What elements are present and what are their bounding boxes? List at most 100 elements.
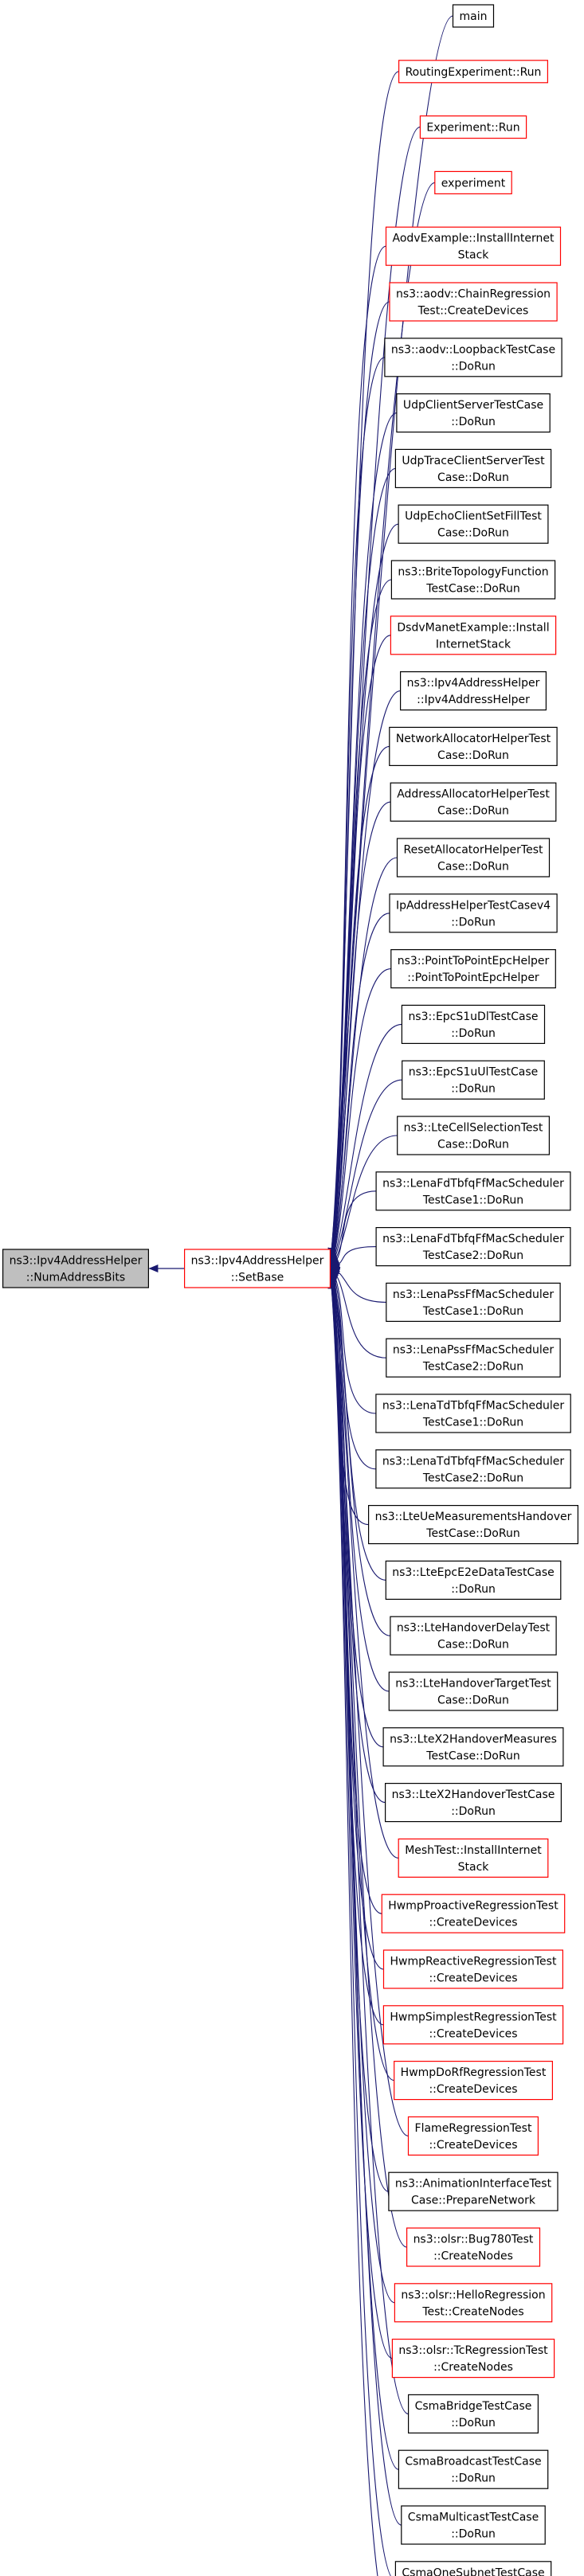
caller-node-2-box — [419, 115, 527, 139]
caller-node-19-box — [402, 1060, 545, 1100]
caller-node-14-box — [390, 782, 557, 822]
caller-node-1-box — [398, 60, 549, 84]
caller-node-12-label-line: ::Ipv4AddressHelper — [417, 694, 530, 706]
caller-node-18-label-line: ::DoRun — [451, 1027, 496, 1040]
caller-node-31-label-line: TestCase::DoRun — [425, 1749, 519, 1762]
caller-node-15-box — [396, 838, 551, 878]
caller-node-19[interactable]: ns3::EpcS1uUlTestCase::DoRun — [402, 1060, 545, 1100]
caller-node-43[interactable]: CsmaBridgeTestCase::DoRun — [407, 2394, 539, 2433]
caller-node-31[interactable]: ns3::LteX2HandoverMeasuresTestCase::DoRu… — [382, 1727, 564, 1767]
caller-node-41[interactable]: ns3::olsr::HelloRegressionTest::CreateNo… — [394, 2283, 553, 2323]
caller-node-9-box — [398, 504, 549, 544]
edge-caller-11-to-setbase — [328, 635, 391, 1263]
caller-node-13-box — [389, 726, 558, 767]
caller-node-24[interactable]: ns3::LenaPssFfMacSchedulerTestCase2::DoR… — [386, 1338, 561, 1378]
caller-node-9-label-line: Case::DoRun — [437, 527, 509, 540]
caller-node-13-label-line: NetworkAllocatorHelperTest — [396, 733, 551, 745]
edge-caller-45-to-setbase — [327, 1278, 402, 2526]
caller-node-31-box — [382, 1727, 564, 1767]
caller-node-46-label-line: CsmaOneSubnetTestCase — [402, 2566, 544, 2576]
caller-node-15-label-line: ResetAllocatorHelperTest — [404, 844, 543, 857]
caller-node-37[interactable]: HwmpDoRfRegressionTest::CreateDevices — [394, 2061, 554, 2101]
caller-node-23-box — [386, 1282, 561, 1323]
caller-node-26-label-line: ns3::LenaTdTbfqFfMacScheduler — [382, 1455, 564, 1468]
focus-node[interactable]: ns3::Ipv4AddressHelper::NumAddressBits — [2, 1249, 150, 1288]
caller-node-39-label-line: ns3::AnimationInterfaceTest — [395, 2178, 552, 2191]
caller-node-45[interactable]: CsmaMulticastTestCase::DoRun — [401, 2505, 546, 2545]
caller-node-13-label-line: Case::DoRun — [437, 749, 509, 762]
caller-node-10[interactable]: ns3::BriteTopologyFunctionTestCase::DoRu… — [390, 560, 556, 600]
caller-node-44[interactable]: CsmaBroadcastTestCase::DoRun — [398, 2449, 549, 2489]
caller-node-2[interactable]: Experiment::Run — [419, 115, 527, 139]
caller-node-39[interactable]: ns3::AnimationInterfaceTestCase::Prepare… — [388, 2171, 559, 2211]
caller-node-5[interactable]: ns3::aodv::ChainRegressionTest::CreateDe… — [389, 282, 558, 322]
caller-node-1[interactable]: RoutingExperiment::Run — [398, 60, 549, 84]
caller-node-23[interactable]: ns3::LenaPssFfMacSchedulerTestCase1::DoR… — [386, 1282, 561, 1323]
edge-caller-20-to-setbase — [330, 1135, 398, 1268]
caller-node-6[interactable]: ns3::aodv::LoopbackTestCase::DoRun — [384, 338, 562, 377]
caller-node-5-label-line: ns3::aodv::ChainRegression — [396, 288, 551, 301]
caller-node-43-box — [407, 2394, 539, 2433]
caller-node-7-box — [396, 393, 551, 433]
caller-node-7[interactable]: UdpClientServerTestCase::DoRun — [396, 393, 551, 433]
caller-node-17[interactable]: ns3::PointToPointEpcHelper::PointToPoint… — [390, 948, 556, 989]
caller-node-34[interactable]: HwmpProactiveRegressionTest::CreateDevic… — [381, 1894, 566, 1933]
caller-node-35[interactable]: HwmpReactiveRegressionTest::CreateDevice… — [382, 1949, 563, 1989]
caller-node-24-label-line: ns3::LenaPssFfMacScheduler — [393, 1344, 555, 1357]
caller-node-3[interactable]: experiment — [434, 170, 512, 194]
caller-node-33-label-line: MeshTest::InstallInternet — [405, 1844, 542, 1857]
caller-node-32[interactable]: ns3::LteX2HandoverTestCase::DoRun — [385, 1783, 562, 1823]
caller-node-11-box — [390, 616, 557, 655]
caller-node-40[interactable]: ns3::olsr::Bug780Test::CreateNodes — [406, 2227, 541, 2267]
caller-node-42[interactable]: ns3::olsr::TcRegressionTest::CreateNodes — [391, 2339, 555, 2379]
caller-node-38[interactable]: FlameRegressionTest::CreateDevices — [407, 2116, 539, 2156]
caller-node-19-label-line: ::DoRun — [451, 1083, 496, 1096]
caller-node-26-label-line: TestCase2::DoRun — [422, 1472, 523, 1484]
caller-node-5-label-line: Test::CreateDevices — [417, 305, 529, 318]
caller-node-32-label-line: ::DoRun — [451, 1805, 496, 1818]
caller-node-25[interactable]: ns3::LenaTdTbfqFfMacSchedulerTestCase1::… — [375, 1394, 571, 1433]
caller-node-27-label-line: TestCase::DoRun — [425, 1527, 519, 1540]
caller-node-10-label-line: ns3::BriteTopologyFunction — [398, 566, 548, 579]
caller-node-36-label-line: HwmpSimplestRegressionTest — [390, 2011, 557, 2023]
caller-node-29-label-line: ns3::LteHandoverDelayTest — [397, 1622, 551, 1635]
caller-node-36[interactable]: HwmpSimplestRegressionTest::CreateDevice… — [382, 2005, 564, 2045]
caller-node-26[interactable]: ns3::LenaTdTbfqFfMacSchedulerTestCase2::… — [375, 1449, 571, 1489]
caller-node-34-box — [381, 1894, 566, 1933]
setbase-node[interactable]: ns3::Ipv4AddressHelper::SetBase — [184, 1249, 331, 1288]
caller-node-16[interactable]: IpAddressHelperTestCasev4::DoRun — [389, 893, 558, 933]
caller-node-22-label-line: TestCase2::DoRun — [422, 1249, 523, 1262]
caller-node-22[interactable]: ns3::LenaFdTbfqFfMacSchedulerTestCase2::… — [375, 1226, 571, 1267]
caller-node-38-label-line: FlameRegressionTest — [415, 2122, 532, 2135]
caller-node-41-label-line: ns3::olsr::HelloRegression — [401, 2289, 545, 2301]
caller-node-12[interactable]: ns3::Ipv4AddressHelper::Ipv4AddressHelpe… — [400, 670, 547, 711]
caller-node-27[interactable]: ns3::LteUeMeasurementsHandoverTestCase::… — [368, 1504, 578, 1545]
caller-node-29-box — [390, 1616, 557, 1655]
caller-node-28[interactable]: ns3::LteEpcE2eDataTestCase::DoRun — [385, 1560, 562, 1601]
caller-node-25-box — [375, 1394, 571, 1433]
caller-node-39-box — [388, 2171, 559, 2211]
caller-node-21[interactable]: ns3::LenaFdTbfqFfMacSchedulerTestCase1::… — [375, 1171, 571, 1211]
caller-node-46[interactable]: CsmaOneSubnetTestCase::DoRun — [394, 2561, 552, 2576]
caller-node-27-box — [368, 1504, 578, 1545]
caller-node-12-box — [400, 670, 547, 711]
caller-node-24-label-line: TestCase2::DoRun — [422, 1361, 523, 1374]
caller-node-38-box — [407, 2116, 539, 2156]
caller-node-5-box — [389, 282, 558, 322]
edge-caller-47-to-setbase — [327, 1279, 378, 2576]
caller-node-0[interactable]: main — [452, 4, 495, 28]
caller-node-17-label-line: ::PointToPointEpcHelper — [407, 971, 539, 984]
caller-node-18[interactable]: ns3::EpcS1uDlTestCase::DoRun — [401, 1004, 546, 1045]
caller-node-22-label-line: ns3::LenaFdTbfqFfMacScheduler — [382, 1233, 564, 1245]
